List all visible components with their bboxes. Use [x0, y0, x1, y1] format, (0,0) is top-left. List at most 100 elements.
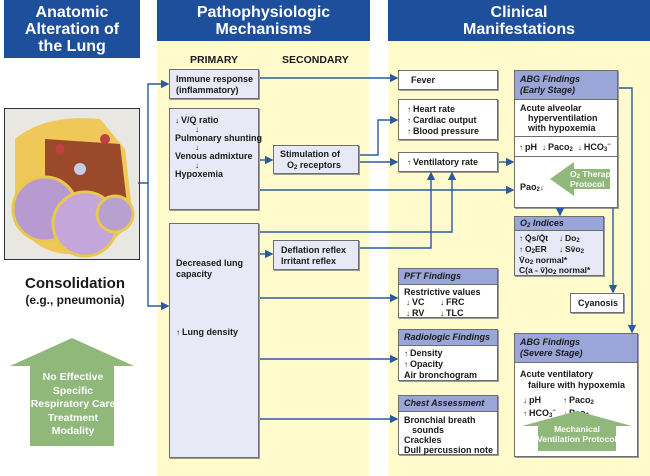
pft-findings-box: PFT Findings Restrictive values VCFRC RV… [398, 268, 498, 318]
fever-box: Fever [398, 70, 498, 90]
chest-assessment-box: Chest Assessment Bronchial breath sounds… [398, 395, 498, 455]
vo2-normal: V̇o2 normal* [519, 255, 568, 266]
treatment-line: Specific [52, 384, 94, 397]
abg-severe-title-line: (Severe Stage) [520, 348, 583, 358]
treatment-line: Modality [51, 425, 95, 437]
abg-severe-desc: Acute ventilatory [520, 369, 594, 379]
pft-vc: VC [406, 297, 440, 308]
do2: Do2 [559, 233, 580, 244]
cardio-box: Heart rate Cardiac output Blood pressure [398, 99, 498, 140]
header-anatomic: Anatomic Alteration of the Lung [4, 0, 140, 58]
header-patho: Pathophysiologic Mechanisms [157, 0, 370, 41]
cardiac-output: Cardiac output [407, 115, 489, 126]
o2-receptors-line: Stimulation of [280, 149, 340, 159]
treatment-line: No Effective [42, 371, 104, 383]
o2-therapy-arrow-icon [550, 162, 610, 196]
cyanosis-box: Cyanosis [570, 293, 624, 313]
abg-early-ph: pH [519, 142, 537, 152]
cav-o2-normal: C(a - v̄)o2 normal* [519, 265, 591, 276]
down-arrow-icon: ↓ [195, 125, 199, 134]
radiologic-opacity: Opacity [404, 359, 492, 370]
treatment-line: Respiratory Care [30, 398, 116, 410]
venous-admixture: Venous admixture [175, 151, 253, 161]
chest-item: Crackles [404, 435, 442, 445]
o2-receptors-line: O2 receptors [287, 160, 341, 171]
abg-early-values: pH Paco2 HCO3− [515, 137, 617, 157]
chest-item: Dull percussion note [404, 445, 494, 455]
column-secondary: SECONDARY [282, 54, 349, 66]
treatment-text: No Effective Specific Respiratory Care T… [20, 371, 126, 439]
heart-rate: Heart rate [407, 104, 489, 115]
o2-therapy-protocol: O2 Therapy Protocol [570, 169, 616, 189]
irritant-reflex: Irritant reflex [281, 256, 337, 266]
abg-early-desc-line: hyperventilation [528, 113, 598, 123]
fever-label: Fever [411, 75, 436, 85]
deflation-reflex: Deflation reflex [281, 245, 347, 255]
condition-title: Consolidation [25, 275, 125, 292]
immune-response-box: Immune response (inflammatory) [169, 69, 259, 99]
chest-item: Bronchial breath [404, 415, 476, 425]
ventilatory-box: Ventilatory rate [398, 152, 498, 172]
o2-receptors-box: Stimulation of O2 receptors [273, 145, 359, 174]
hypoxemia: Hypoxemia [175, 169, 224, 179]
abg-early-desc: Acute alveolar hyperventilation with hyp… [515, 100, 617, 137]
pft-frc: FRC [440, 297, 465, 307]
pft-row: RVTLC [404, 308, 492, 319]
abg-early-pao2: Pao2↓ [520, 182, 544, 193]
pft-row: VCFRC [404, 297, 492, 308]
radiologic-air-bronchogram: Air bronchogram [404, 370, 478, 380]
chest-title: Chest Assessment [399, 396, 497, 412]
o2-therapy-line: Protocol [570, 179, 605, 189]
consolidation-image [11, 118, 135, 258]
abg-severe-title-line: ABG Findings [520, 337, 580, 347]
abg-severe-hco3: HCO3− [523, 406, 563, 419]
abg-severe-paco2: Paco2 [563, 395, 594, 406]
reflexes-box: Deflation reflex Irritant reflex [273, 240, 359, 270]
header-clinical-text: Clinical Manifestations [462, 3, 575, 38]
chest-item: sounds [412, 425, 445, 435]
column-primary: PRIMARY [190, 54, 239, 66]
mv-line: Mechanical [554, 424, 600, 434]
lung-capacity-box: Decreased lung capacity Lung density [169, 223, 259, 458]
treatment-line: Treatment [47, 411, 99, 424]
abg-early-title: ABG Findings (Early Stage) [515, 71, 617, 100]
mv-line: Ventilation Protocol [537, 434, 617, 444]
mechanical-ventilation-protocol: Mechanical Ventilation Protocol [526, 424, 628, 444]
radiologic-density: Density [404, 348, 492, 359]
lung-illustration [4, 108, 140, 260]
pft-title: PFT Findings [399, 269, 497, 285]
header-anatomic-text: Anatomic Alteration of the Lung [24, 3, 120, 55]
lung-capacity-line: Decreased lung [176, 258, 244, 268]
abg-early-desc-line: with hypoxemia [528, 123, 596, 133]
svo2: Sv̄o2 [559, 244, 584, 255]
pft-rv: RV [406, 308, 440, 319]
cyanosis-label: Cyanosis [578, 298, 619, 308]
radiologic-findings-box: Radiologic Findings Density Opacity Air … [398, 329, 498, 381]
mechanical-ventilation-arrow-icon [522, 411, 632, 451]
lung-capacity-line: capacity [176, 269, 213, 279]
o2-therapy-line: O2 Therapy [570, 169, 616, 180]
qs-qt: Q̇s/Q̇t [519, 233, 559, 244]
pulmonary-shunting: Pulmonary shunting [175, 133, 263, 143]
header-patho-text: Pathophysiologic Mechanisms [196, 3, 331, 38]
header-clinical: Clinical Manifestations [388, 0, 650, 41]
abg-severe-ph: pH [523, 395, 563, 406]
o2-indices-title: O2 Indices [515, 217, 603, 231]
immune-line: Immune response [176, 74, 254, 84]
ventilatory-rate: Ventilatory rate [407, 157, 478, 167]
abg-early-title-line: (Early Stage) [520, 85, 576, 95]
abg-early-paco2: Paco2 [542, 142, 573, 153]
vq-chain-box: V/Q ratio ↓ Pulmonary shunting ↓ Venous … [169, 108, 263, 210]
immune-line: (inflammatory) [176, 85, 239, 95]
o2er: O2ER [519, 244, 559, 255]
pft-intro: Restrictive values [404, 287, 481, 297]
down-arrow-icon: ↓ [195, 143, 199, 152]
radiologic-title: Radiologic Findings [399, 330, 497, 346]
down-arrow-icon: ↓ [195, 161, 199, 170]
abg-early-hco3: HCO3− [578, 142, 611, 153]
blood-pressure: Blood pressure [407, 126, 489, 137]
lung-density: Lung density [176, 327, 252, 338]
treatment-arrow-icon [10, 338, 134, 446]
pft-tlc: TLC [440, 308, 464, 318]
o2-indices-box: O2 Indices Q̇s/Q̇tDo2 O2ERSv̄o2 V̇o2 nor… [514, 216, 604, 276]
